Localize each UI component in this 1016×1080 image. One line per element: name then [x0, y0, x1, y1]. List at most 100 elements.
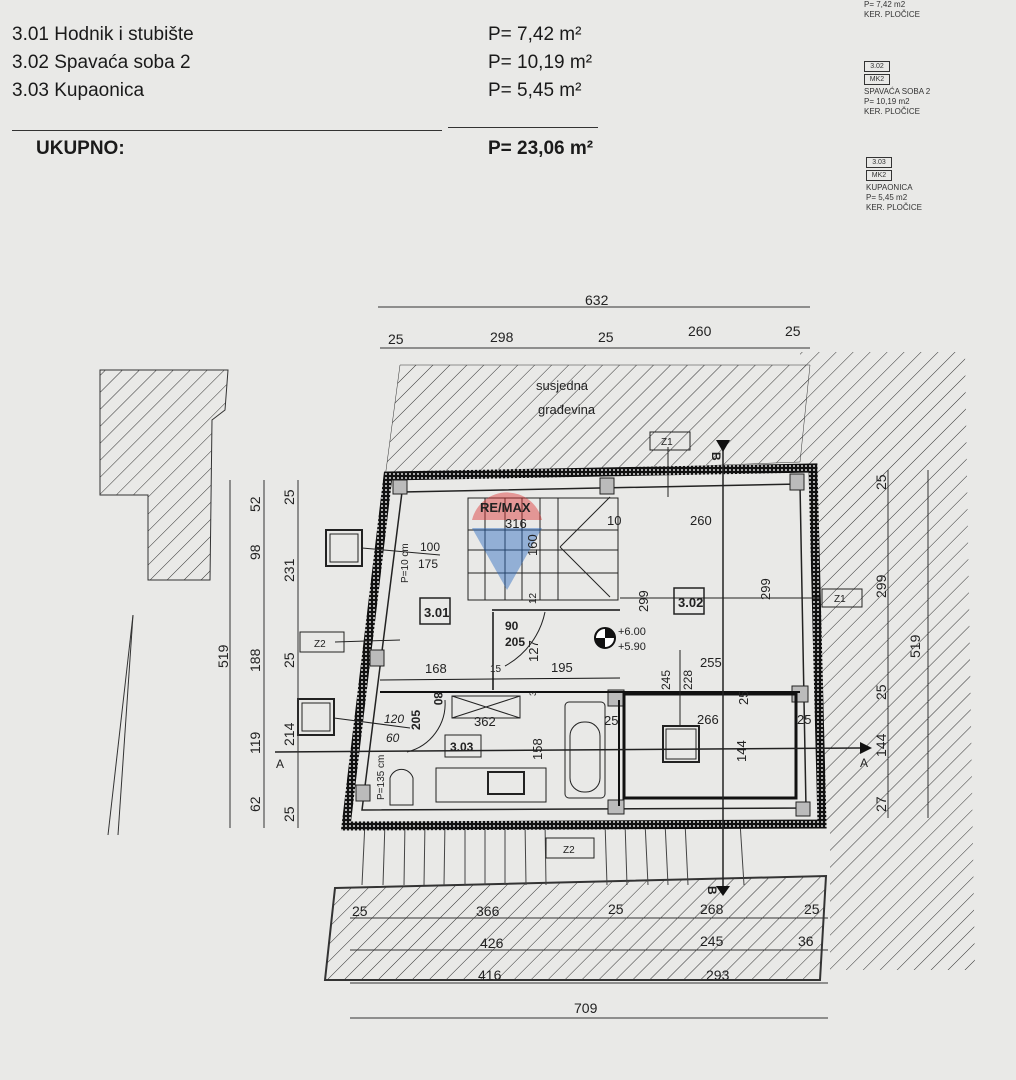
exterior-wall: [340, 463, 827, 831]
terrace-slats: [361, 821, 745, 886]
legend-item: 3.03 MK2 KUPAONICA P= 5,45 m2 KER. PLOČI…: [866, 157, 922, 213]
dim-inner: 25: [797, 712, 811, 727]
dim-left: 62: [247, 796, 263, 812]
dim-inner: 175: [418, 557, 438, 571]
dim-right: 25: [873, 474, 889, 490]
dim-inner: 245: [659, 670, 673, 690]
dim-right-total: 519: [907, 634, 923, 658]
dim-right: 144: [873, 733, 889, 757]
dim-bottom: 366: [476, 903, 500, 919]
neighbour-building-left: [99, 369, 229, 581]
room-area: P= 7,42 m²: [488, 24, 582, 45]
mark-z2: Z2: [314, 639, 326, 650]
dim-inner: 25: [604, 713, 618, 728]
section-a-label: A: [860, 756, 868, 770]
leader-lines: [274, 446, 861, 890]
room-tag-3-03: 3.03: [450, 740, 474, 754]
divider: [12, 130, 442, 131]
dim-bottom: 268: [700, 901, 724, 917]
dim-inner: 90: [505, 619, 519, 633]
dim-top: 298: [490, 329, 514, 345]
street-band: [323, 874, 828, 981]
room-tag-3-02: 3.02: [678, 595, 703, 610]
dim-bottom: 25: [352, 903, 368, 919]
dim-right: 299: [873, 574, 889, 598]
line: [107, 614, 134, 836]
dim-top: 25: [388, 331, 404, 347]
dim-right: 25: [873, 684, 889, 700]
dim-inner: 120: [384, 712, 404, 726]
dim-inner: 362: [474, 714, 496, 729]
dim-inner: 15: [490, 664, 502, 675]
legend-finish: KER. PLOČICE: [866, 203, 923, 212]
mark-z1: Z1: [661, 437, 673, 448]
dim-inner: 255: [700, 655, 722, 670]
legend-area: P= 5,45 m2: [866, 193, 908, 202]
legend-room-id: 3.02: [864, 61, 890, 72]
dim-inner: 205: [409, 710, 423, 730]
section-b-arrow-bottom: [716, 886, 730, 896]
dim-left: 214: [281, 722, 297, 746]
dim-inner: 144: [734, 740, 749, 762]
inner-dimension-labels: 316 160 10 260 100 175 P=10 cm 90 205 12…: [376, 513, 811, 800]
divider: [448, 127, 598, 128]
dim-inner: 260: [690, 513, 712, 528]
level-bottom: +5.90: [618, 641, 646, 653]
legend-item: P= 7,42 m2 KER. PLOČICE: [864, 0, 920, 20]
level-top: +6.00: [618, 626, 646, 638]
dim-left: 231: [281, 558, 297, 582]
room-area: P= 10,19 m²: [488, 52, 593, 73]
section-a-label: A: [276, 757, 284, 771]
columns: [355, 473, 811, 817]
dim-bottom: 245: [700, 933, 724, 949]
dim-inner: 158: [530, 738, 545, 760]
legend-area: P= 10,19 m2: [864, 97, 910, 106]
dim-inner: 100: [420, 540, 440, 554]
dim-inner: 160: [525, 534, 540, 556]
dim-inner: 168: [425, 661, 447, 676]
neighbour-building-top: [384, 364, 811, 479]
dim-bottom: 25: [804, 901, 820, 917]
legend-area: P= 7,42 m2: [864, 0, 906, 9]
dim-inner: 266: [697, 712, 719, 727]
watermark-text: RE/MAX: [480, 500, 531, 515]
dim-inner: 195: [551, 660, 573, 675]
dimension-labels: 632 25 298 25 260 25 25 366 25 268 25 42…: [215, 292, 923, 1016]
dim-bottom: 36: [798, 933, 814, 949]
dim-bottom: 426: [480, 935, 504, 951]
dim-inner: 228: [681, 670, 695, 690]
room-name: 3.03 Kupaonica: [12, 80, 145, 101]
dim-inner: 60: [386, 731, 400, 745]
room-area: P= 5,45 m²: [488, 80, 582, 101]
total-label: UKUPNO:: [36, 138, 125, 159]
dim-left: 25: [281, 489, 297, 505]
dimension-lines: [229, 306, 929, 1019]
section-b-label: B: [709, 452, 723, 461]
dim-top: 25: [598, 329, 614, 345]
legend-room-code: MK2: [864, 74, 890, 85]
remax-watermark-logo: [472, 492, 542, 590]
room-name: 3.01 Hodnik i stubište: [12, 24, 194, 45]
dim-inner: 3: [528, 691, 538, 696]
label-boxes: [299, 431, 863, 859]
dim-inner: P=135 cm: [376, 755, 387, 800]
legend-item: 3.02 MK2 SPAVAĆA SOBA 2 P= 10,19 m2 KER.…: [864, 61, 930, 117]
room-tag-3-01: 3.01: [424, 605, 449, 620]
dim-left: 188: [247, 648, 263, 672]
interior-walls: [379, 609, 800, 806]
dim-inner: 80: [431, 692, 445, 706]
dim-inner: 127: [526, 640, 541, 662]
bathroom-fixtures: [389, 695, 700, 806]
legend-room-code: MK2: [866, 170, 892, 181]
neighbour-label: građevina: [538, 402, 596, 417]
dim-inner: 299: [758, 578, 773, 600]
dim-inner: 316: [505, 516, 527, 531]
dim-bottom: 25: [608, 901, 624, 917]
legend-room-id: 3.03: [866, 157, 892, 168]
dim-inner: 205: [505, 635, 525, 649]
legend-finish: KER. PLOČICE: [864, 107, 921, 116]
dim-left: 119: [247, 731, 263, 754]
dim-top-total: 632: [585, 292, 609, 308]
legend-finish: KER. PLOČICE: [864, 10, 921, 19]
